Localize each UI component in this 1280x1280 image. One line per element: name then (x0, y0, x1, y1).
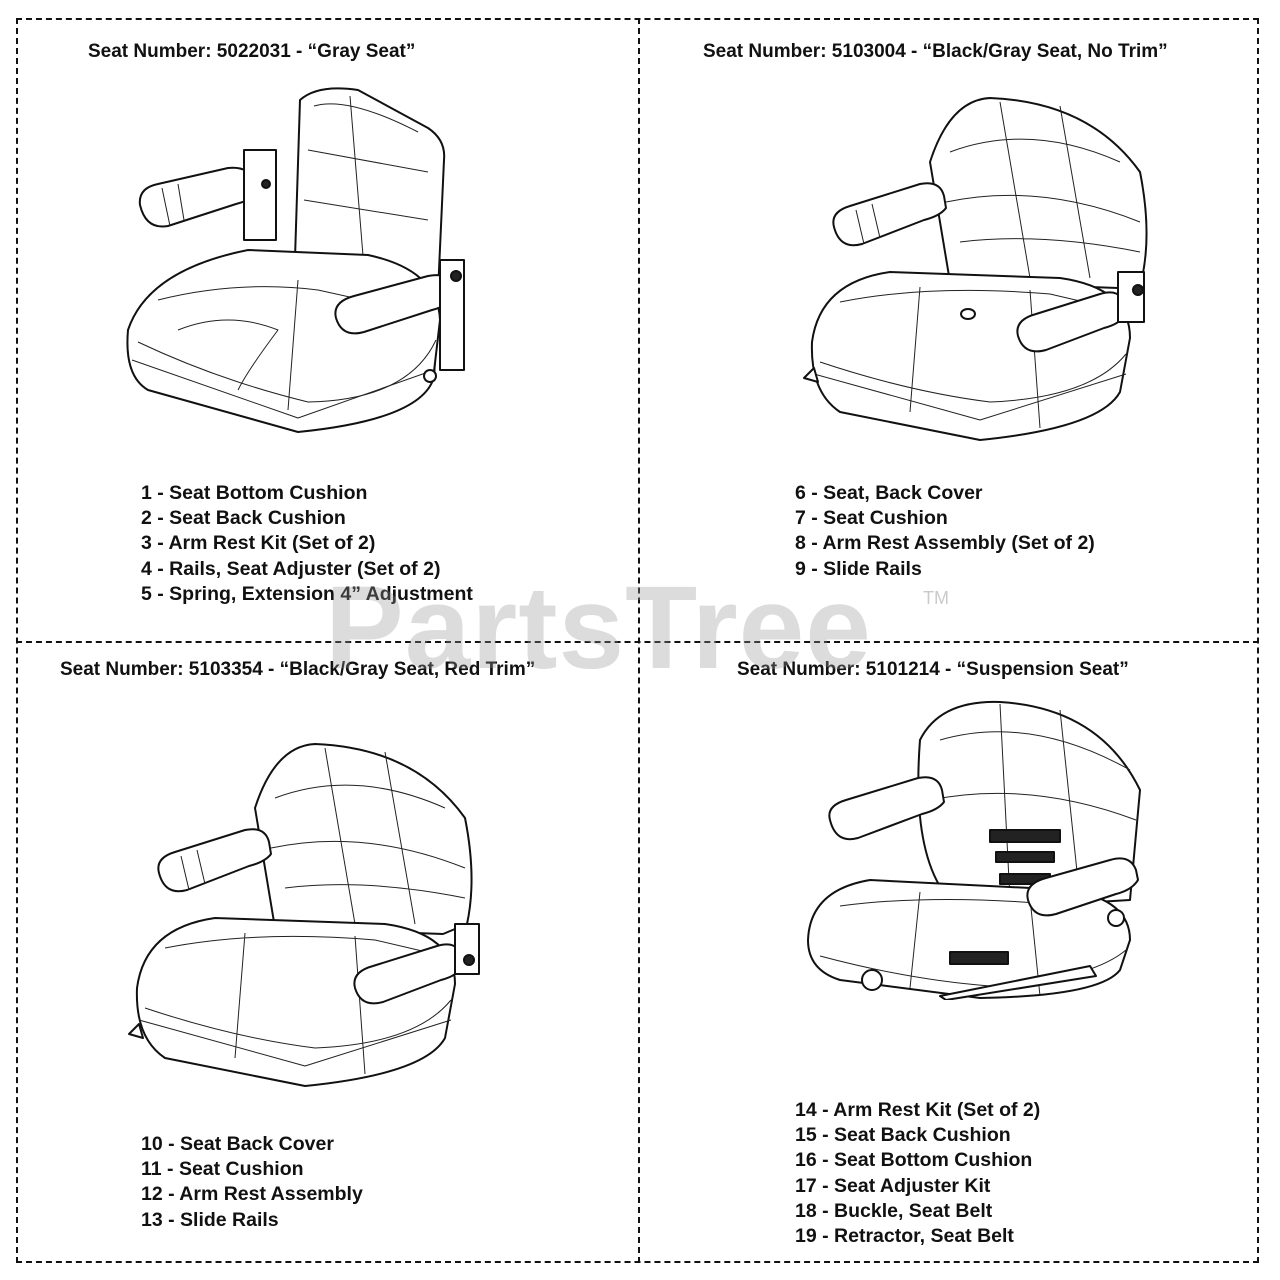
part-item: 1 - Seat Bottom Cushion (141, 482, 368, 504)
part-item: 13 - Slide Rails (141, 1208, 279, 1231)
panel-3-title: Seat Number: 5103354 - “Black/Gray Seat,… (60, 659, 536, 680)
part-item: 2 - Seat Back Cushion (141, 507, 346, 530)
panel-3-parts-list: 10 - Seat Back Cover 11 - Seat Cushion 1… (141, 1132, 363, 1233)
panel-4-parts-list: 14 - Arm Rest Kit (Set of 2) 15 - Seat B… (795, 1098, 1040, 1249)
vertical-divider (638, 18, 640, 1263)
part-item: 15 - Seat Back Cushion (795, 1124, 1011, 1147)
part-item: 16 - Seat Bottom Cushion (795, 1149, 1033, 1172)
part-item: 8 - Arm Rest Assembly (Set of 2) (795, 532, 1095, 555)
part-item: 11 - Seat Cushion (141, 1158, 304, 1181)
part-item: 17 - Seat Adjuster Kit (795, 1174, 991, 1197)
partstree-watermark: PartsTree (325, 562, 872, 694)
panel-2-title: Seat Number: 5103004 - “Black/Gray Seat,… (703, 41, 1168, 62)
part-item: 18 - Buckle, Seat Belt (795, 1199, 993, 1222)
part-item: 3 - Arm Rest Kit (Set of 2) (141, 532, 376, 555)
panel-1-parts-list: 1 - Seat Bottom Cushion 2 - Seat Back Cu… (141, 481, 473, 607)
trademark-symbol: TM (923, 588, 949, 608)
part-item: 4 - Rails, Seat Adjuster (Set of 2) (141, 557, 441, 580)
part-item: 9 - Slide Rails (795, 557, 922, 580)
horizontal-divider (16, 641, 1259, 643)
panel-4-title: Seat Number: 5101214 - “Suspension Seat” (737, 659, 1129, 680)
panel-2-parts-list: 6 - Seat, Back Cover 7 - Seat Cushion 8 … (795, 481, 1095, 582)
seat-illustration-suspension-seat (800, 700, 1150, 1000)
seat-illustration-black-gray-red-trim (125, 738, 485, 1098)
part-item: 6 - Seat, Back Cover (795, 482, 983, 504)
part-item: 5 - Spring, Extension 4” Adjustment (141, 582, 473, 605)
part-item: 19 - Retractor, Seat Belt (795, 1225, 1014, 1248)
part-item: 7 - Seat Cushion (795, 507, 948, 530)
seat-illustration-black-gray-no-trim (800, 92, 1160, 452)
panel-1-title: Seat Number: 5022031 - “Gray Seat” (88, 41, 416, 62)
part-item: 12 - Arm Rest Assembly (141, 1183, 363, 1206)
part-item: 14 - Arm Rest Kit (Set of 2) (795, 1099, 1041, 1121)
diagram-frame (16, 18, 1259, 1263)
part-item: 10 - Seat Back Cover (141, 1133, 334, 1155)
seat-illustration-gray-seat (118, 80, 478, 450)
